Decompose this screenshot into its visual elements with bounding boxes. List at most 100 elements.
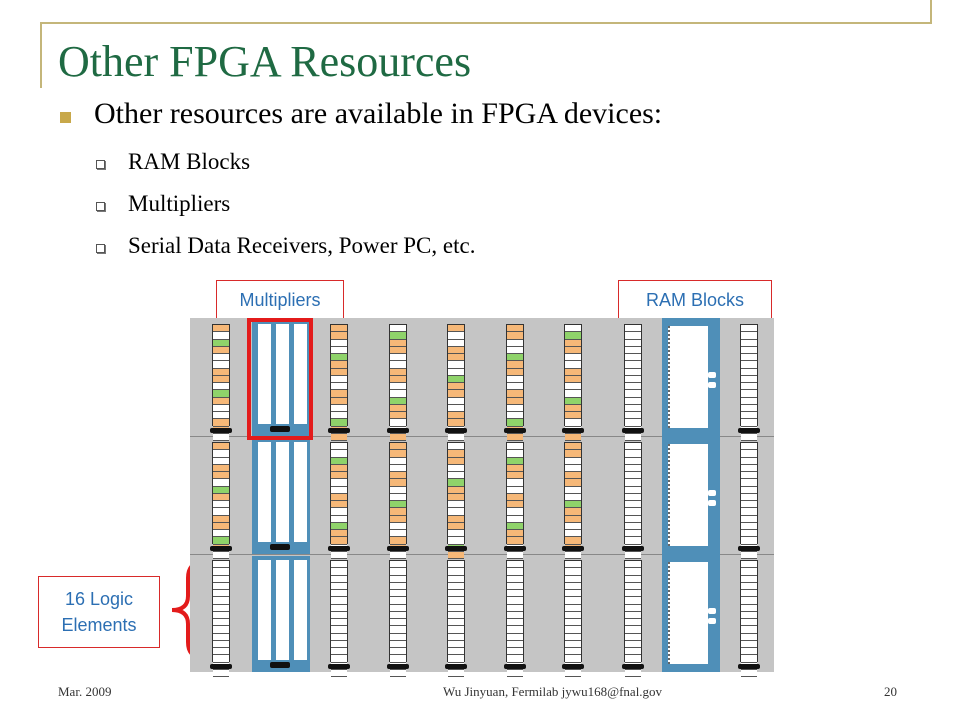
logic-element	[741, 597, 757, 605]
logic-column	[740, 442, 758, 559]
logic-element	[331, 530, 347, 538]
logic-column	[389, 560, 407, 677]
logic-element	[507, 450, 523, 458]
logic-element	[625, 537, 641, 545]
logic-element	[448, 537, 464, 545]
ram-port	[708, 372, 716, 378]
logic-element	[213, 339, 229, 347]
logic-element	[448, 530, 464, 538]
logic-element	[390, 375, 406, 383]
logic-element	[390, 397, 406, 405]
logic-element	[448, 339, 464, 347]
logic-element	[448, 575, 464, 583]
logic-element	[390, 404, 406, 412]
logic-element	[331, 457, 347, 465]
logic-element	[448, 419, 464, 427]
logic-element	[448, 486, 464, 494]
logic-element	[448, 493, 464, 501]
logic-element	[507, 457, 523, 465]
logic-element	[448, 332, 464, 340]
logic-element	[448, 361, 464, 369]
logic-element	[507, 590, 523, 598]
logic-element	[448, 412, 464, 420]
logic-column	[624, 560, 642, 677]
logic-element	[741, 522, 757, 530]
logic-element	[331, 339, 347, 347]
logic-element	[507, 433, 523, 441]
logic-element	[448, 561, 464, 569]
logic-element	[507, 640, 523, 648]
logic-column	[330, 324, 348, 441]
multiplier-footer	[270, 544, 290, 550]
column-footer	[562, 546, 584, 551]
logic-element	[741, 486, 757, 494]
logic-element	[741, 457, 757, 465]
logic-element	[741, 332, 757, 340]
logic-element	[565, 325, 581, 333]
logic-element	[625, 522, 641, 530]
logic-element	[507, 383, 523, 391]
logic-element	[390, 568, 406, 576]
logic-element	[741, 472, 757, 480]
logic-element	[213, 537, 229, 545]
logic-element	[741, 354, 757, 362]
footer-author: Wu Jinyuan, Fermilab jywu168@fnal.gov	[443, 684, 663, 699]
logic-element	[213, 611, 229, 619]
multiplier-slot	[276, 324, 289, 424]
logic-element	[625, 640, 641, 648]
logic-element	[741, 633, 757, 641]
logic-element	[625, 383, 641, 391]
logic-element	[390, 339, 406, 347]
logic-element	[213, 325, 229, 333]
logic-column	[564, 324, 582, 441]
logic-element	[331, 590, 347, 598]
logic-element	[331, 397, 347, 405]
logic-element	[741, 508, 757, 516]
logic-element	[448, 619, 464, 627]
logic-element	[625, 611, 641, 619]
logic-element	[625, 450, 641, 458]
column-footer	[210, 664, 232, 669]
column-footer	[445, 546, 467, 551]
logic-element	[741, 397, 757, 405]
logic-element	[741, 669, 757, 677]
logic-element	[448, 390, 464, 398]
logic-element	[331, 619, 347, 627]
logic-element	[507, 368, 523, 376]
logic-element	[390, 633, 406, 641]
logic-element	[448, 325, 464, 333]
logic-element	[565, 375, 581, 383]
logic-element	[331, 443, 347, 451]
logic-element	[390, 626, 406, 634]
logic-element	[331, 515, 347, 523]
logic-element	[625, 486, 641, 494]
logic-element	[448, 515, 464, 523]
logic-element	[390, 383, 406, 391]
logic-element	[507, 332, 523, 340]
logic-element	[565, 397, 581, 405]
logic-element	[741, 501, 757, 509]
logic-element	[390, 450, 406, 458]
logic-element	[625, 397, 641, 405]
logic-element	[213, 590, 229, 598]
logic-element	[625, 575, 641, 583]
logic-element	[448, 669, 464, 677]
logic-element	[213, 522, 229, 530]
logic-element	[390, 522, 406, 530]
logic-element	[565, 419, 581, 427]
multipliers-callout: Multipliers	[216, 280, 344, 320]
logic-element	[625, 368, 641, 376]
logic-column	[447, 324, 465, 441]
logic-element	[331, 383, 347, 391]
logic-element	[741, 383, 757, 391]
logic-element	[565, 472, 581, 480]
logic-element	[565, 412, 581, 420]
column-footer	[210, 428, 232, 433]
logic-element	[448, 354, 464, 362]
logic-element	[507, 669, 523, 677]
logic-element	[507, 597, 523, 605]
logic-element	[507, 493, 523, 501]
logic-element	[507, 522, 523, 530]
logic-element	[390, 443, 406, 451]
logic-element	[741, 515, 757, 523]
